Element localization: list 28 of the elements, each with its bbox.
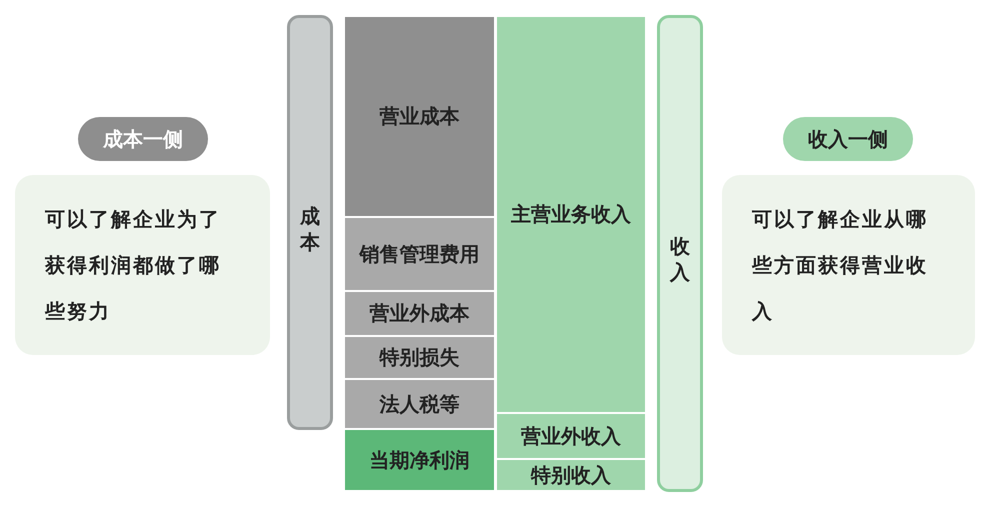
cost-block: [345, 292, 494, 335]
block-label: 法人税等: [380, 390, 460, 418]
block-label: 成本一侧: [103, 126, 183, 152]
cost-bar: [287, 15, 333, 430]
description-text: 可以了解企业从哪些方面获得营业收入: [752, 206, 929, 325]
cost-block: [345, 218, 494, 290]
revenue-block: [497, 460, 645, 490]
cost-block: [345, 337, 494, 378]
cost-block: [345, 380, 494, 428]
block-label: 特别损失: [380, 344, 460, 371]
block-label: 营业外成本: [370, 300, 470, 327]
block-label: 收入: [670, 233, 690, 285]
cost-block: [345, 17, 494, 216]
revenue-block: [497, 17, 645, 412]
revenue-bar: [657, 15, 703, 492]
description-text: 可以了解企业为了获得利润都做了哪些努力: [45, 206, 222, 325]
block-label: 成本: [300, 203, 320, 255]
block-label: 销售管理费用: [360, 240, 480, 268]
block-label: 营业成本: [380, 103, 460, 130]
profit-block: [345, 430, 494, 490]
block-label: 营业外收入: [521, 422, 621, 450]
block-label: 特别收入: [531, 462, 611, 488]
tag-pill: [78, 117, 208, 161]
revenue-block: [497, 414, 645, 458]
tag-pill: [783, 117, 913, 161]
block-label: 当期净利润: [370, 446, 470, 474]
block-label: 主营业务收入: [511, 201, 631, 228]
block-label: 收入一侧: [808, 126, 888, 152]
